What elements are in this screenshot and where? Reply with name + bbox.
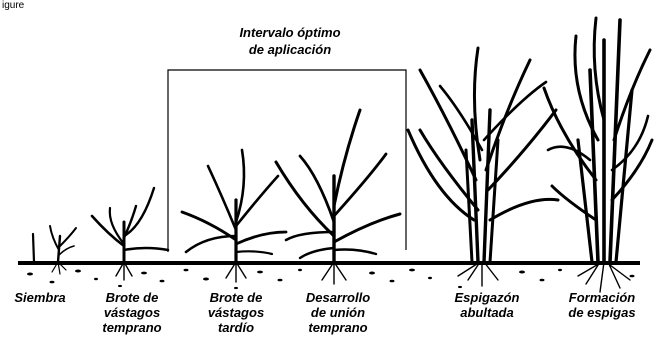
plant-formacion xyxy=(542,16,654,293)
soil-pebbles xyxy=(27,268,635,290)
plant-desarrollo xyxy=(274,108,402,285)
plant-brote-tardio xyxy=(180,148,288,283)
plant-siembra xyxy=(31,225,77,275)
optimal-interval-bracket xyxy=(167,69,407,252)
stage-label-desarrollo: Desarrollo de unión temprano xyxy=(305,290,371,335)
stage-label-brote-temprano: Brote de vástagos temprano xyxy=(102,290,162,335)
plant-brote-temprano xyxy=(90,186,170,281)
soil-line xyxy=(18,261,640,265)
optimal-interval-label: Intervalo óptimo de aplicación xyxy=(239,25,341,57)
figure-label: igure xyxy=(2,0,25,11)
stage-label-formacion: Formación de espigas xyxy=(568,290,636,320)
stage-label-siembra: Siembra xyxy=(14,290,66,305)
stage-label-brote-tardio: Brote de vástagos tardío xyxy=(207,290,265,335)
plant-espigazon xyxy=(406,46,560,287)
stage-label-espigazon: Espigazón abultada xyxy=(454,290,520,320)
